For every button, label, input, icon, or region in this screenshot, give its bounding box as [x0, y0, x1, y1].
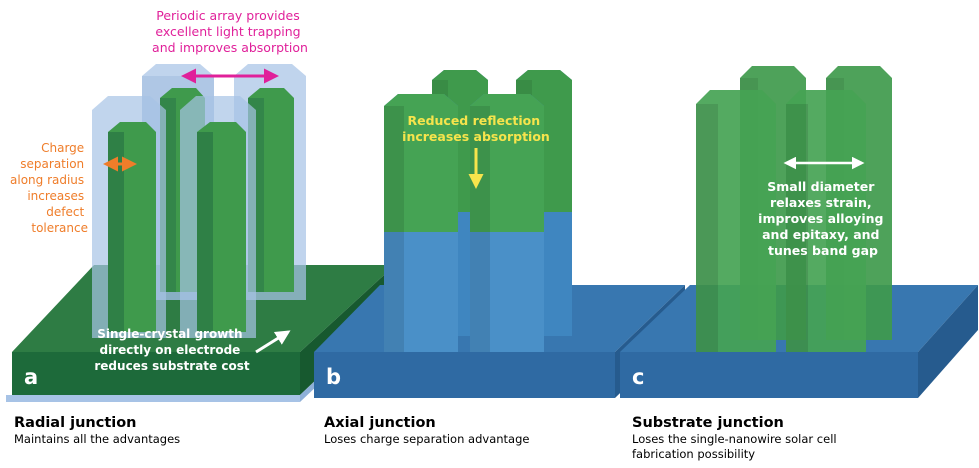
panel-c-title: Substrate junction: [632, 415, 784, 431]
axial-wire-front-left: [384, 94, 458, 352]
core-front-right: [197, 122, 246, 332]
panel-a-substrate-front: [12, 352, 300, 395]
panel-a-letter: a: [24, 365, 38, 389]
panel-b-title: Axial junction: [324, 415, 436, 431]
panel-c-substrate-side: [918, 285, 978, 398]
panel-c-caption: Substrate junction Loses the single-nano…: [632, 414, 837, 462]
panel-b-substrate-front: [314, 352, 615, 398]
core-front-left: [108, 122, 156, 332]
panel-a-caption: Radial junction Maintains all the advant…: [14, 414, 180, 447]
substrate-arrow: [255, 330, 291, 354]
panel-a: Periodic array provides excellent light …: [6, 8, 395, 402]
panel-c: Small diameter relaxes strain, improves …: [620, 66, 978, 398]
panel-c-subtitle-line-2: fabrication possibility: [632, 447, 756, 461]
panel-c-note: Small diameter relaxes strain, improves …: [758, 179, 888, 258]
panel-b: Reduced reflection increases absorption …: [314, 70, 685, 398]
panel-b-caption: Axial junction Loses charge separation a…: [324, 414, 529, 447]
panel-c-substrate-front: [620, 352, 918, 398]
panel-c-subtitle-line-1: Loses the single-nanowire solar cell: [632, 432, 837, 446]
panel-b-subtitle: Loses charge separation advantage: [324, 432, 530, 446]
panel-a-subtitle: Maintains all the advantages: [14, 432, 181, 446]
panel-a-title: Radial junction: [14, 415, 137, 431]
panel-b-note: Reduced reflection increases absorption: [402, 113, 550, 144]
panel-c-letter: c: [632, 365, 644, 389]
panel-a-top-note: Periodic array provides excellent light …: [152, 8, 308, 55]
panel-a-side-note: Charge separation along radius increases…: [10, 141, 88, 235]
substrate-wire-front-left: [696, 90, 776, 352]
panel-a-bottom-note: Single-crystal growth directly on electr…: [94, 327, 249, 373]
panel-b-letter: b: [326, 365, 341, 389]
